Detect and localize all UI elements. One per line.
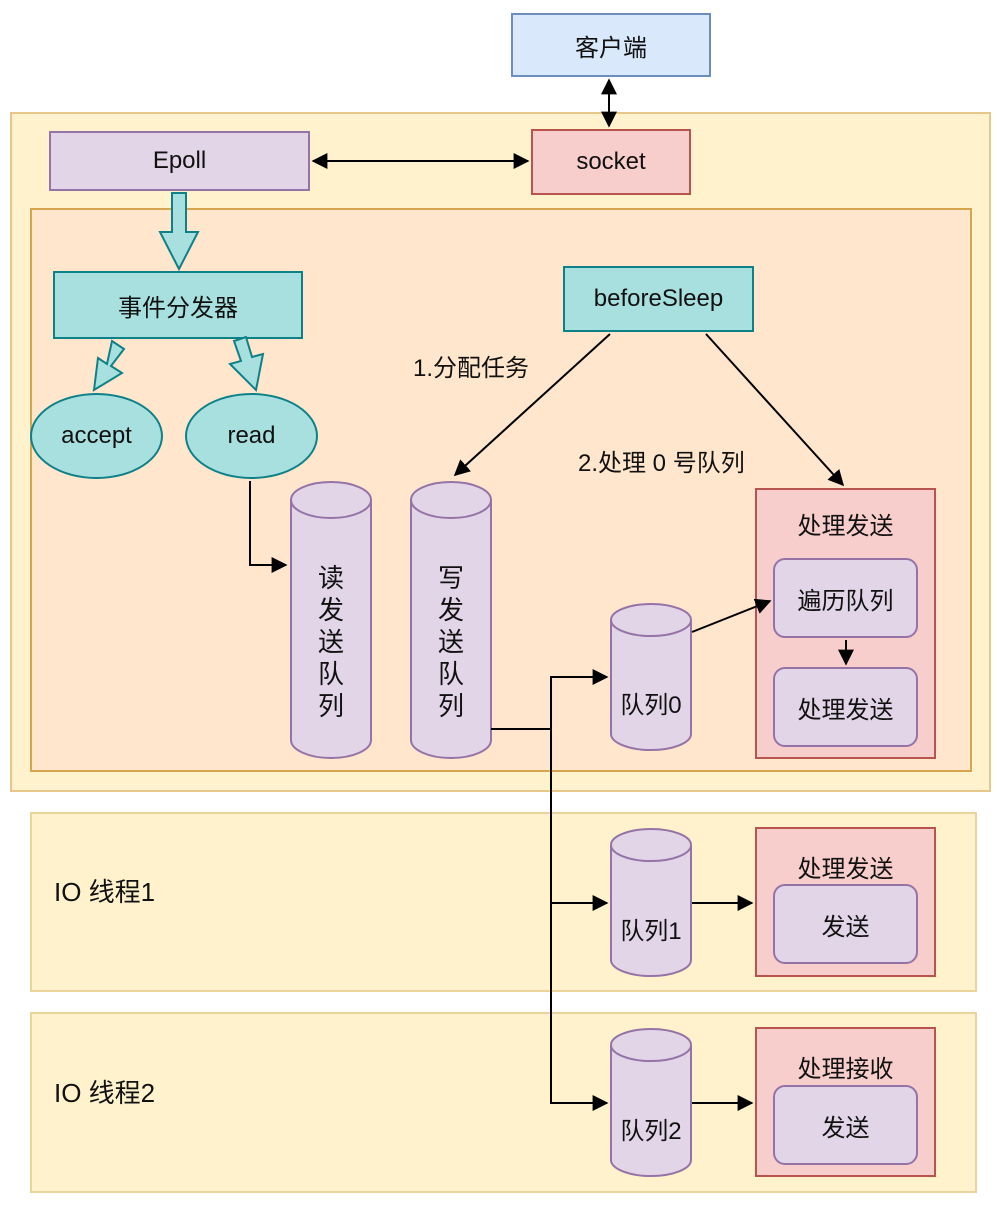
queue0-overlay-text: 队列0 (620, 692, 682, 719)
beforesleep-to-write-queue-arrow (453, 333, 611, 477)
epoll-to-dispatcher-arrow (158, 192, 200, 272)
io1-send-node: 发送 (773, 884, 918, 964)
dispatcher-to-read-arrow (228, 335, 265, 393)
dispatcher-to-accept-arrow (92, 339, 126, 392)
queue2-text-overlay: 队列2 (610, 1111, 692, 1145)
queue1-cylinder (610, 828, 692, 977)
write-queue-text-overlay: 写发送队列 (410, 562, 492, 732)
write-queue-cylinder (410, 481, 492, 759)
queue0-cylinder (610, 603, 692, 751)
io2-send-node: 发送 (773, 1085, 918, 1165)
write-queue-overlay-text: 写发送队列 (437, 563, 464, 721)
main-send-group-title: 处理发送 (797, 513, 894, 540)
write-queue-to-queue0-arrow (491, 669, 609, 730)
queue1-overlay-text: 队列1 (620, 918, 682, 945)
write-queue-to-queue2-arrow (550, 903, 609, 1111)
io-thread2-label: IO 线程2 (54, 1078, 156, 1108)
io2-recv-group-title: 处理接收 (797, 1056, 894, 1083)
process-queue0-label: 2.处理 0 号队列 (578, 450, 745, 477)
traverse-queue-node: 遍历队列 (773, 558, 918, 638)
io-thread1-label: IO 线程1 (54, 877, 156, 907)
queue1-text-overlay: 队列1 (610, 911, 692, 945)
before-sleep-node: beforeSleep (563, 266, 754, 332)
io1-send-group-title: 处理发送 (797, 856, 894, 883)
queue0-text-overlay: 队列0 (610, 685, 692, 719)
client-node: 客户端 (511, 13, 711, 77)
process-send-node: 处理发送 (773, 667, 918, 747)
queue2-cylinder (610, 1028, 692, 1177)
queue0-to-traverse-arrow (691, 598, 772, 633)
event-dispatcher-node: 事件分发器 (53, 271, 303, 339)
epoll-node: Epoll (49, 131, 310, 191)
assign-tasks-label: 1.分配任务 (413, 355, 530, 382)
read-queue-cylinder (290, 481, 372, 759)
read-to-read-queue-arrow (249, 481, 288, 573)
accept-node: accept (30, 393, 163, 479)
read-queue-overlay-text: 读发送队列 (317, 563, 344, 721)
read-node: read (185, 393, 318, 479)
socket-node: socket (531, 129, 691, 195)
queue2-overlay-text: 队列2 (620, 1118, 682, 1145)
write-queue-to-queue1-arrow (550, 729, 609, 911)
beforesleep-to-main-send-arrow (705, 333, 845, 487)
read-queue-text-overlay: 读发送队列 (290, 562, 372, 732)
